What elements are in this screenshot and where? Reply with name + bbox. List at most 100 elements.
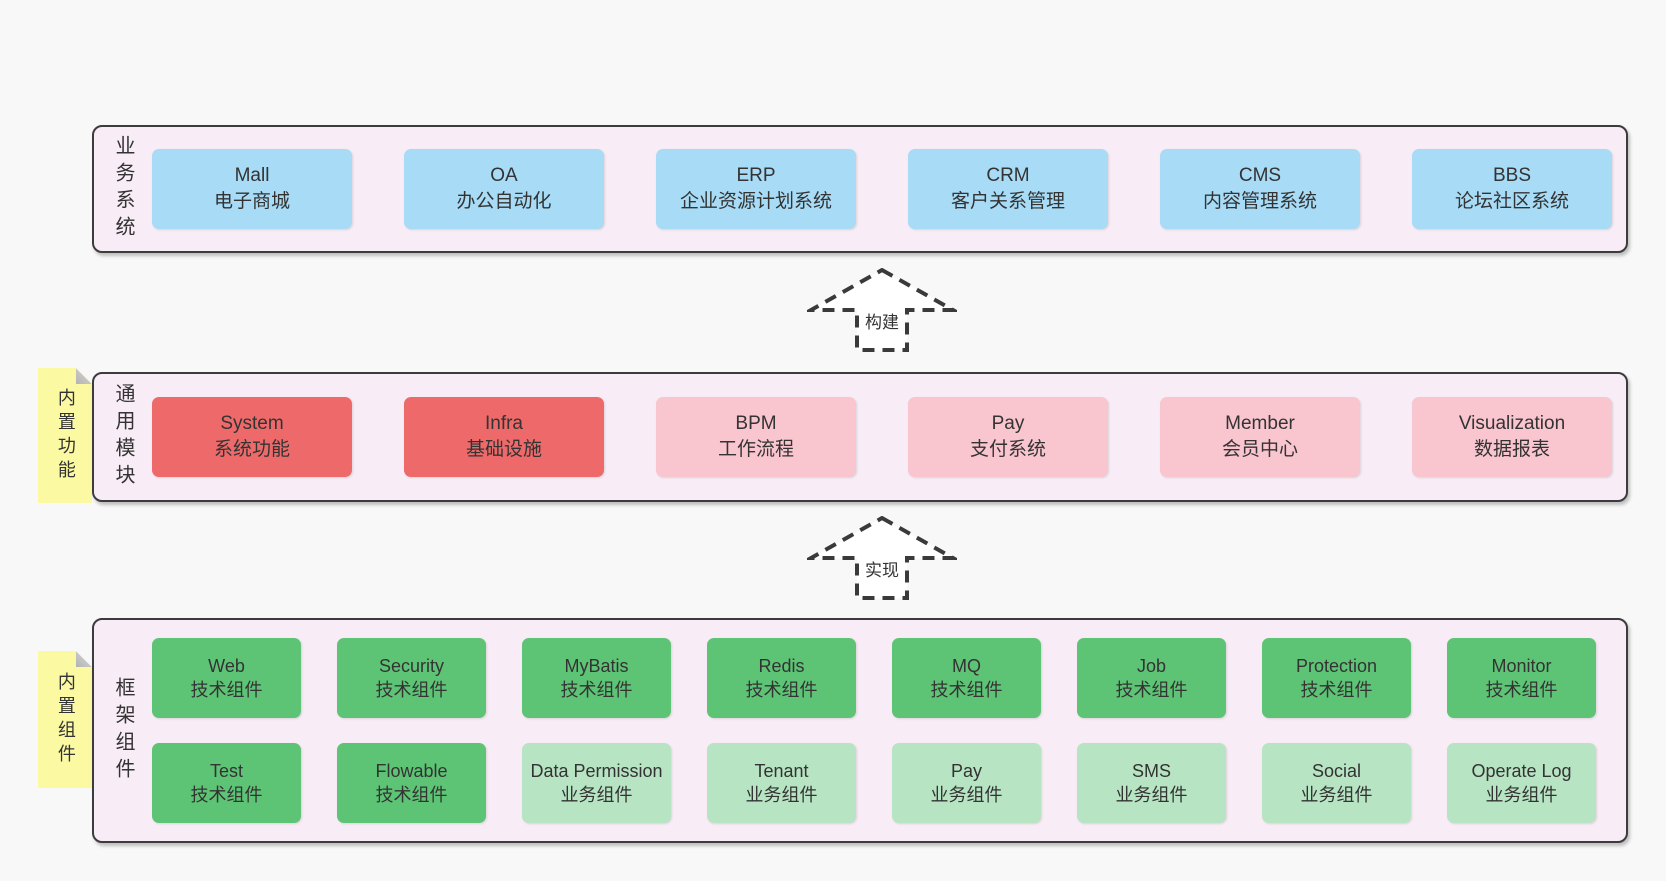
folded-corner-icon <box>76 651 92 667</box>
box-name: Web <box>208 656 245 676</box>
implement-arrow: 实现 <box>807 516 957 600</box>
box-name: CMS <box>1238 165 1282 186</box>
box-name: Pay <box>950 761 983 781</box>
section-business-systems: 业务系统 Mall 电子商城 OA 办公自动化 ERP 企业资源计划系统 CRM… <box>92 125 1628 253</box>
box-name: Member <box>1225 413 1295 434</box>
box-bbs: BBS 论坛社区系统 <box>1412 149 1612 229</box>
box-desc: 基础设施 <box>465 439 542 460</box>
box-desc: 技术组件 <box>560 680 633 700</box>
box-name: Operate Log <box>1471 761 1572 781</box>
box-desc: 技术组件 <box>190 785 263 805</box>
box-name: CRM <box>986 165 1030 186</box>
box-name: Flowable <box>375 761 448 781</box>
box-pay-component: Pay 业务组件 <box>892 743 1041 823</box>
section-framework-components: 框架组件 Web 技术组件 Security 技术组件 MyBatis 技术组件… <box>92 618 1628 843</box>
box-social: Social 业务组件 <box>1262 743 1411 823</box>
box-name: MQ <box>952 656 981 676</box>
box-name: SMS <box>1131 761 1171 781</box>
box-oa: OA 办公自动化 <box>404 149 604 229</box>
box-desc: 技术组件 <box>745 680 818 700</box>
box-desc: 业务组件 <box>1300 785 1373 805</box>
box-cms: CMS 内容管理系统 <box>1160 149 1360 229</box>
box-system: System 系统功能 <box>152 397 352 477</box>
box-desc: 业务组件 <box>560 785 633 805</box>
box-sms: SMS 业务组件 <box>1077 743 1226 823</box>
box-name: Visualization <box>1458 413 1566 434</box>
box-name: System <box>220 413 284 434</box>
section-common-modules: 通用模块 System 系统功能 Infra 基础设施 BPM 工作流程 Pay… <box>92 372 1628 502</box>
box-name: Tenant <box>754 761 809 781</box>
note-label: 内置功能 <box>55 387 76 484</box>
box-desc: 电子商城 <box>213 191 290 212</box>
box-security: Security 技术组件 <box>337 638 486 718</box>
box-name: Job <box>1136 656 1167 676</box>
section-label: 业务系统 <box>112 135 134 243</box>
box-desc: 技术组件 <box>1300 680 1373 700</box>
box-bpm: BPM 工作流程 <box>656 397 856 477</box>
box-member: Member 会员中心 <box>1160 397 1360 477</box>
builtin-components-note: 内置组件 <box>38 651 92 788</box>
box-test: Test 技术组件 <box>152 743 301 823</box>
box-desc: 技术组件 <box>1115 680 1188 700</box>
box-job: Job 技术组件 <box>1077 638 1226 718</box>
box-name: Security <box>378 656 445 676</box>
box-name: Redis <box>758 656 805 676</box>
box-name: BPM <box>735 413 777 434</box>
box-desc: 会员中心 <box>1221 439 1298 460</box>
box-crm: CRM 客户关系管理 <box>908 149 1108 229</box>
box-desc: 论坛社区系统 <box>1454 191 1569 212</box>
box-pay: Pay 支付系统 <box>908 397 1108 477</box>
box-desc: 业务组件 <box>930 785 1003 805</box>
box-monitor: Monitor 技术组件 <box>1447 638 1596 718</box>
biz-components-row: Test 技术组件 Flowable 技术组件 Data Permission … <box>152 743 1596 823</box>
box-name: MyBatis <box>564 656 629 676</box>
section-label: 框架组件 <box>112 676 134 785</box>
box-name: Social <box>1311 761 1362 781</box>
box-data-permission: Data Permission 业务组件 <box>522 743 671 823</box>
section-label: 通用模块 <box>112 383 134 491</box>
box-tenant: Tenant 业务组件 <box>707 743 856 823</box>
box-name: Infra <box>484 413 524 434</box>
box-name: OA <box>490 165 518 186</box>
framework-rows: Web 技术组件 Security 技术组件 MyBatis 技术组件 Redi… <box>152 638 1596 823</box>
builtin-features-note: 内置功能 <box>38 368 92 503</box>
box-desc: 系统功能 <box>213 439 290 460</box>
modules-box-row: System 系统功能 Infra 基础设施 BPM 工作流程 Pay 支付系统… <box>152 397 1612 477</box>
box-mybatis: MyBatis 技术组件 <box>522 638 671 718</box>
box-visualization: Visualization 数据报表 <box>1412 397 1612 477</box>
box-desc: 技术组件 <box>1485 680 1558 700</box>
note-label: 内置组件 <box>55 671 76 768</box>
box-name: BBS <box>1492 165 1532 186</box>
box-redis: Redis 技术组件 <box>707 638 856 718</box>
box-infra: Infra 基础设施 <box>404 397 604 477</box>
box-flowable: Flowable 技术组件 <box>337 743 486 823</box>
folded-corner-icon <box>76 368 92 384</box>
box-name: Data Permission <box>530 761 663 781</box>
business-box-row: Mall 电子商城 OA 办公自动化 ERP 企业资源计划系统 CRM 客户关系… <box>152 149 1612 229</box>
box-desc: 内容管理系统 <box>1202 191 1317 212</box>
box-name: Test <box>209 761 243 781</box>
box-desc: 业务组件 <box>745 785 818 805</box>
arrow-label: 构建 <box>862 308 902 333</box>
box-desc: 工作流程 <box>717 439 794 460</box>
box-desc: 客户关系管理 <box>950 191 1065 212</box>
tech-components-row: Web 技术组件 Security 技术组件 MyBatis 技术组件 Redi… <box>152 638 1596 718</box>
box-desc: 支付系统 <box>969 439 1046 460</box>
box-mall: Mall 电子商城 <box>152 149 352 229</box>
box-desc: 技术组件 <box>930 680 1003 700</box>
box-protection: Protection 技术组件 <box>1262 638 1411 718</box>
box-name: Pay <box>991 413 1025 434</box>
box-desc: 业务组件 <box>1115 785 1188 805</box>
box-desc: 办公自动化 <box>456 191 552 212</box>
box-operate-log: Operate Log 业务组件 <box>1447 743 1596 823</box>
box-erp: ERP 企业资源计划系统 <box>656 149 856 229</box>
build-arrow: 构建 <box>807 268 957 352</box>
box-desc: 业务组件 <box>1485 785 1558 805</box>
box-web: Web 技术组件 <box>152 638 301 718</box>
box-name: Monitor <box>1491 656 1552 676</box>
box-desc: 企业资源计划系统 <box>679 191 832 212</box>
box-desc: 技术组件 <box>375 785 448 805</box>
box-name: Mall <box>234 165 270 186</box>
box-desc: 数据报表 <box>1473 439 1550 460</box>
